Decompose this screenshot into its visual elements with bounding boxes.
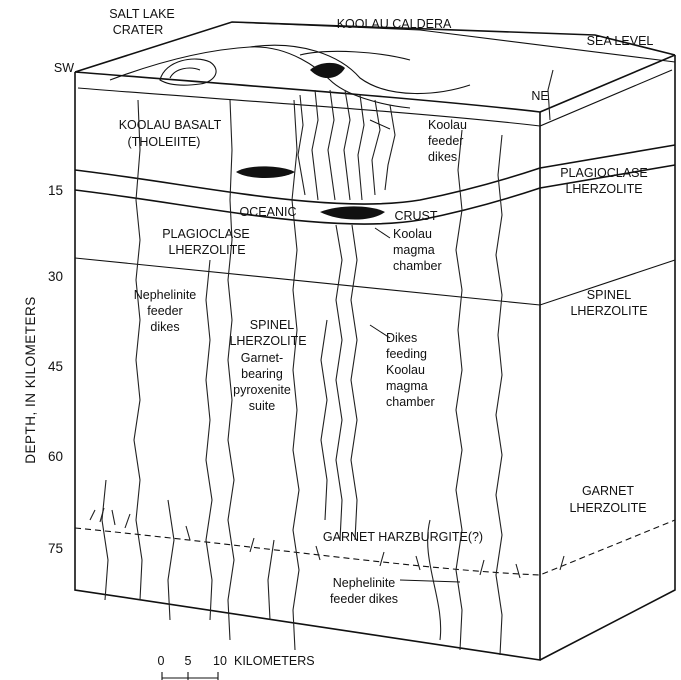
plagioclase-lherzolite-left-1: PLAGIOCLASE [162, 227, 250, 241]
spinel-lherzolite-right-1: SPINEL [587, 288, 632, 302]
spinel-lherzolite-right-2: LHERZOLITE [570, 304, 647, 318]
depth-tick-75: 75 [48, 541, 63, 556]
dikes-feeding-label-5: chamber [386, 395, 435, 409]
plagioclase-lherzolite-right-1: PLAGIOCLASE [560, 166, 648, 180]
dikes-feeding-label-1: Dikes [386, 331, 417, 345]
spinel-lherzolite-center-2: LHERZOLITE [229, 334, 306, 348]
nephelinite-feeder-dikes-upper-1: Nephelinite [134, 288, 197, 302]
dikes-feeding-label-2: feeding [386, 347, 427, 361]
salt-lake-crater-label-2: CRATER [113, 23, 163, 37]
scale-tick-0: 0 [158, 654, 165, 668]
volcano-topography [110, 45, 470, 108]
garnet-harzburgite-label: GARNET HARZBURGITE(?) [323, 530, 483, 544]
depth-tick-45: 45 [48, 359, 63, 374]
spinel-lherzolite-center-1: SPINEL [250, 318, 295, 332]
scale-bar: 0 5 10 KILOMETERS [158, 654, 315, 680]
salt-lake-crater-label-1: SALT LAKE [109, 7, 175, 21]
nephelinite-feeder-dikes-lower-2: feeder dikes [330, 592, 398, 606]
feeder-dikes [90, 70, 564, 655]
koolau-feeder-dikes-label-1: Koolau [428, 118, 467, 132]
ne-label: NE [531, 89, 548, 103]
depth-axis-title: DEPTH, IN KILOMETERS [23, 296, 38, 464]
nephelinite-feeder-dikes-upper-3: dikes [150, 320, 179, 334]
depth-tick-30: 30 [48, 269, 63, 284]
dikes-feeding-label-3: Koolau [386, 363, 425, 377]
scale-unit: KILOMETERS [234, 654, 315, 668]
crust-label: CRUST [394, 209, 437, 223]
plagioclase-lherzolite-right-2: LHERZOLITE [565, 182, 642, 196]
sea-level-label: SEA LEVEL [587, 34, 654, 48]
koolau-magma-chamber-label-1: Koolau [393, 227, 432, 241]
scale-tick-5: 5 [185, 654, 192, 668]
dikes-feeding-label-4: magma [386, 379, 428, 393]
koolau-basalt-label-1: KOOLAU BASALT [119, 118, 222, 132]
koolau-caldera-label: KOOLAU CALDERA [337, 17, 452, 31]
garnet-pyroxenite-label-1: Garnet- [241, 351, 283, 365]
depth-axis: DEPTH, IN KILOMETERS 15 30 45 60 75 [23, 183, 63, 556]
garnet-lherzolite-2: LHERZOLITE [569, 501, 646, 515]
koolau-magma-chamber-label-3: chamber [393, 259, 442, 273]
garnet-pyroxenite-label-3: pyroxenite [233, 383, 291, 397]
depth-tick-15: 15 [48, 183, 63, 198]
koolau-feeder-dikes-label-2: feeder [428, 134, 463, 148]
garnet-lherzolite-1: GARNET [582, 484, 634, 498]
scale-bar-line [162, 672, 218, 680]
plagioclase-lherzolite-left-2: LHERZOLITE [168, 243, 245, 257]
depth-tick-60: 60 [48, 449, 63, 464]
garnet-pyroxenite-label-2: bearing [241, 367, 283, 381]
scale-tick-10: 10 [213, 654, 227, 668]
oceanic-label: OCEANIC [240, 205, 297, 219]
koolau-feeder-dikes-label-3: dikes [428, 150, 457, 164]
koolau-basalt-label-2: (THOLEIITE) [128, 135, 201, 149]
sw-label: SW [54, 61, 74, 75]
nephelinite-feeder-dikes-upper-2: feeder [147, 304, 182, 318]
nephelinite-feeder-dikes-lower-1: Nephelinite [333, 576, 396, 590]
koolau-magma-chamber-label-2: magma [393, 243, 435, 257]
garnet-pyroxenite-label-4: suite [249, 399, 275, 413]
